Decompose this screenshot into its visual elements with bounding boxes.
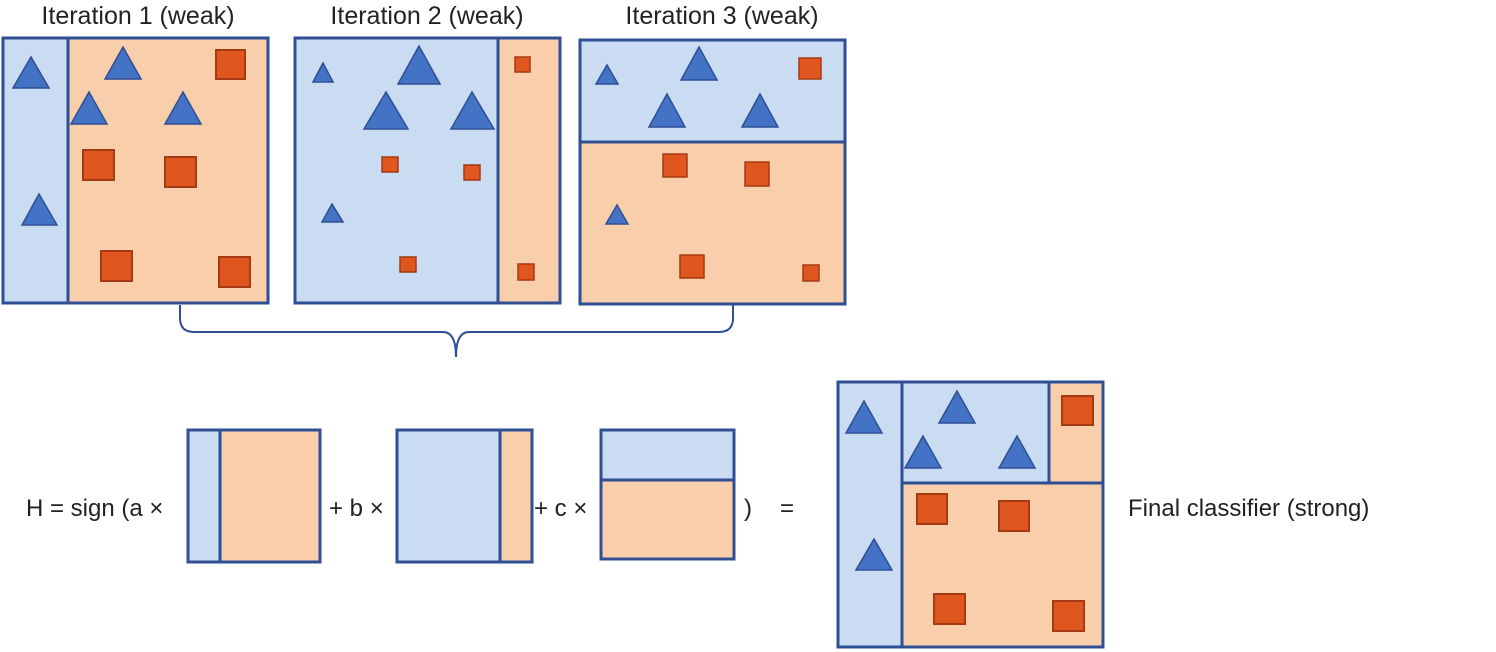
triangle-icon [69,90,109,125]
triangle-icon [311,61,335,83]
blue-region [580,40,845,142]
square-icon [381,156,399,173]
square-icon [998,500,1030,532]
formula-plus-b: + b × [329,495,384,522]
square-icon [218,256,251,288]
square-icon [517,263,535,281]
square-icon [679,254,705,279]
square-icon [662,153,688,178]
square-icon [215,49,246,80]
combine-brace [179,305,734,358]
blue-region [188,430,220,562]
formula-h-sign: H = sign (a × [26,495,163,522]
triangle-icon [11,55,51,89]
blue-region [601,430,734,480]
iteration-2-title: Iteration 2 (weak) [330,2,523,30]
panel-border [836,380,1105,649]
square-icon [164,156,197,188]
iteration-3-title: Iteration 3 (weak) [625,2,818,30]
triangle-icon [997,434,1037,469]
formula-close-paren: ) [744,495,752,522]
iteration-1-title: Iteration 1 (weak) [41,2,234,30]
square-icon [916,493,948,525]
square-icon [100,250,133,282]
formula-box-c [599,428,736,561]
box-border [599,428,736,561]
square-icon [1061,395,1094,426]
triangle-icon [844,399,884,434]
triangle-icon [647,92,687,128]
orange-region [500,430,532,562]
triangle-icon [396,44,442,85]
formula-plus-c: + c × [534,495,587,522]
square-icon [802,264,820,282]
blue-region [397,430,500,562]
triangle-icon [937,389,977,424]
triangle-icon [903,434,943,469]
triangle-icon [103,45,143,80]
triangle-icon [594,63,620,85]
box-border [395,428,534,564]
panel-border [1,36,270,305]
triangle-icon [320,202,345,223]
triangle-icon [604,203,630,225]
orange-region [220,430,320,562]
orange-region [498,38,560,303]
triangle-icon [449,90,496,130]
formula-box-b [395,428,534,564]
triangle-icon [20,192,59,226]
square-icon [399,256,417,273]
square-icon [514,56,531,73]
square-icon [1052,600,1085,632]
formula-box-a [186,428,322,564]
panel-border [578,38,847,306]
triangle-icon [679,45,719,81]
triangle-icon [740,92,780,128]
orange-region [601,480,734,559]
square-icon [82,149,115,181]
square-icon [744,161,770,187]
square-icon [798,57,822,80]
square-icon [933,593,966,625]
iteration-2-panel [293,36,562,305]
formula-equals: = [780,495,794,522]
triangle-icon [854,537,894,571]
final-classifier-panel [836,380,1105,649]
iteration-1-panel [1,36,270,305]
triangle-icon [362,90,410,130]
iteration-3-panel [578,38,847,306]
triangle-icon [163,90,203,125]
box-border [186,428,322,564]
final-classifier-label: Final classifier (strong) [1128,495,1369,522]
square-icon [463,164,481,181]
panel-border [293,36,562,305]
